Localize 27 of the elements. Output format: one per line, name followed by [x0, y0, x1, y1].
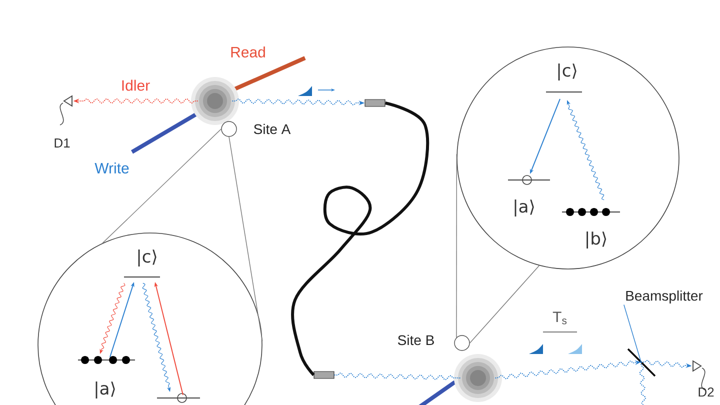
atom-cloud: [454, 354, 502, 402]
magnifier-line: [228, 136, 263, 342]
beam-label: Read: [231, 46, 265, 58]
detector-label: D2: [698, 387, 714, 397]
site-label: Site A: [254, 124, 291, 134]
leader-line: [624, 304, 642, 362]
state-label: |b⟩: [586, 232, 606, 248]
fiber-connector: [314, 371, 334, 379]
beamsplitter: [627, 348, 656, 377]
atom-cloud: [191, 77, 239, 125]
photon-path: [334, 372, 462, 380]
state-label: |c⟩: [138, 250, 156, 266]
magnifier-line: [456, 154, 458, 338]
site-label: Site B: [398, 334, 434, 346]
state-label: |a⟩: [514, 200, 534, 216]
magnifier-line: [470, 265, 540, 344]
magnifier-line: [102, 128, 222, 244]
beamsplitter-label: Beamsplitter: [626, 290, 703, 304]
photon-path: [639, 362, 647, 405]
detector-label: D1: [54, 138, 70, 148]
edge-label: Idler: [122, 80, 150, 91]
beam-label: Write: [94, 162, 129, 174]
state-label: |c⟩: [558, 64, 576, 80]
optical-fiber: [291, 102, 430, 376]
delay-label: T$_{s}$: [542, 312, 578, 332]
state-label: |a⟩: [96, 382, 115, 398]
fiber-connector: [364, 99, 386, 107]
